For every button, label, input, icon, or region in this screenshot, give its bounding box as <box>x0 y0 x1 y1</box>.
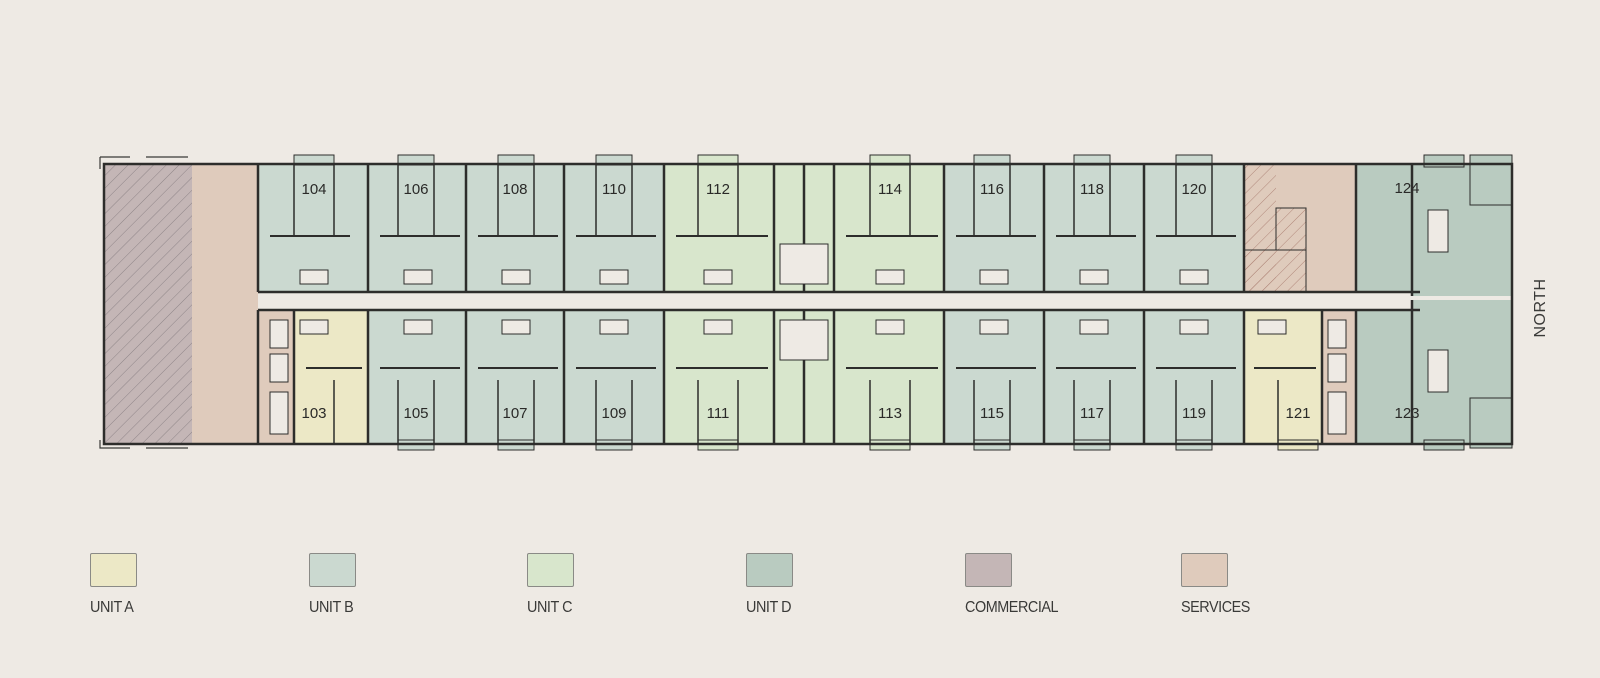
unit-label: 119 <box>1182 405 1206 422</box>
unit-label: 117 <box>1080 405 1104 422</box>
unit-label: 106 <box>403 181 428 198</box>
legend: UNIT A UNIT B UNIT C UNIT D COMMERCIAL S… <box>0 553 1600 633</box>
legend-item-unit-c: UNIT C <box>527 553 574 616</box>
unit-label: 111 <box>707 405 730 422</box>
legend-label: UNIT C <box>527 599 573 616</box>
unit-label: 123 <box>1394 405 1419 422</box>
unit-label: 114 <box>878 181 902 198</box>
swatch-unit-b <box>309 553 356 587</box>
walls <box>102 162 1514 446</box>
unit-label: 109 <box>601 405 626 422</box>
unit-label: 116 <box>980 181 1004 198</box>
swatch-unit-a <box>90 553 137 587</box>
unit-labels-north: 104 106 108 110 112 114 116 118 120 124 <box>301 180 1419 198</box>
swatch-unit-c <box>527 553 574 587</box>
north-label: NORTH <box>1532 278 1549 338</box>
unit-label: 105 <box>403 405 428 422</box>
unit-label: 108 <box>502 181 527 198</box>
legend-item-commercial: COMMERCIAL <box>965 553 1059 616</box>
unit-label: 110 <box>602 181 626 198</box>
legend-label: SERVICES <box>1181 599 1250 616</box>
north-units <box>258 154 1513 296</box>
legend-label: COMMERCIAL <box>965 599 1059 616</box>
unit-label: 124 <box>1394 180 1419 197</box>
legend-label: UNIT B <box>309 599 354 616</box>
legend-item-unit-d: UNIT D <box>746 553 793 616</box>
legend-item-services: SERVICES <box>1181 553 1250 616</box>
lobby <box>192 164 258 444</box>
legend-label: UNIT D <box>746 599 792 616</box>
unit-label: 113 <box>878 405 902 422</box>
unit-label: 115 <box>980 405 1004 422</box>
unit-label: 107 <box>502 405 527 422</box>
unit-label: 103 <box>301 405 326 422</box>
unit-label: 120 <box>1181 181 1206 198</box>
unit-label: 112 <box>706 181 730 198</box>
legend-item-unit-b: UNIT B <box>309 553 356 616</box>
unit-label: 118 <box>1080 181 1104 198</box>
swatch-unit-d <box>746 553 793 587</box>
swatch-services <box>1181 553 1228 587</box>
unit-label: 104 <box>301 181 326 198</box>
legend-label: UNIT A <box>90 599 134 616</box>
unit-labels-south: 103 105 107 109 111 113 115 117 119 121 … <box>301 405 1419 422</box>
unit-label: 121 <box>1285 405 1310 422</box>
corridor <box>258 292 1418 310</box>
swatch-commercial <box>965 553 1012 587</box>
commercial-space <box>99 156 192 449</box>
legend-item-unit-a: UNIT A <box>90 553 137 616</box>
